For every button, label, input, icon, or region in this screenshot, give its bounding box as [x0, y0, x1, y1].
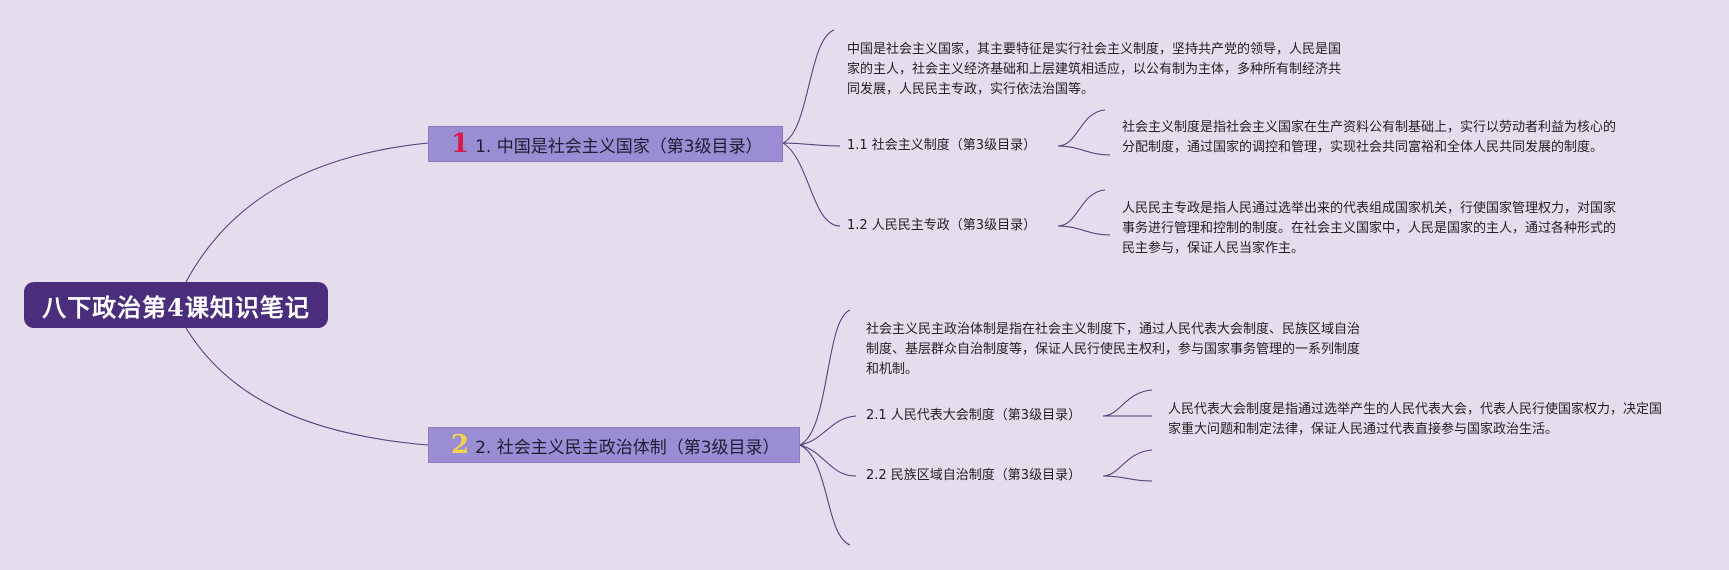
connector-root-branch-2: [185, 327, 429, 446]
connector-branch-2-sub-1: [799, 415, 857, 446]
connector-branch-1-sub-1: [782, 142, 841, 147]
number-2-icon: 2: [451, 430, 470, 460]
connector-branch-2-sub-2: [799, 444, 857, 477]
branch-topic-1[interactable]: 1 1. 中国是社会主义国家（第3级目录）: [428, 126, 783, 162]
branch-1-description[interactable]: 中国是社会主义国家，其主要特征是实行社会主义制度，坚持共产党的领导，人民是国家的…: [847, 42, 1342, 97]
sub-topic-2-1[interactable]: 2.1 人民代表大会制度（第3级目录）: [866, 408, 1082, 423]
connector-branch-1-description: [782, 29, 835, 144]
sub-topic-2-2[interactable]: 2.2 民族区域自治制度（第3级目录）: [866, 468, 1082, 483]
sub-topic-1-1-detail[interactable]: 社会主义制度是指社会主义国家在生产资料公有制基础上，实行以劳动者利益为核心的分配…: [1122, 120, 1617, 155]
sub-topic-1-1[interactable]: 1.1 社会主义制度（第3级目录）: [847, 138, 1037, 153]
sub-topic-2-1-detail[interactable]: 人民代表大会制度是指通过选举产生的人民代表大会，代表人民行使国家权力，决定国家重…: [1168, 402, 1663, 437]
connector-sub-1-1-detail-lower: [1057, 145, 1111, 156]
connector-sub-2-1-detail: [1102, 389, 1153, 417]
connector-root-branch-1: [185, 142, 429, 283]
connector-branch-2-description: [799, 309, 851, 446]
connector-sub-1-2-detail-lower: [1057, 225, 1111, 236]
branch-topic-1-title: 1. 中国是社会主义国家（第3级目录）: [475, 136, 763, 157]
root-topic[interactable]: 八下政治第4课知识笔记: [24, 282, 328, 328]
sub-topic-1-2[interactable]: 1.2 人民民主专政（第3级目录）: [847, 218, 1037, 233]
connector-sub-1-1-detail: [1057, 109, 1106, 147]
branch-topic-2-title: 2. 社会主义民主政治体制（第3级目录）: [475, 437, 780, 458]
sub-topic-1-2-detail[interactable]: 人民民主专政是指人民通过选举出来的代表组成国家机关，行使国家管理权力，对国家事务…: [1122, 201, 1617, 256]
branch-topic-2[interactable]: 2 2. 社会主义民主政治体制（第3级目录）: [428, 427, 800, 463]
number-1-icon: 1: [451, 129, 470, 159]
root-topic-title: 八下政治第4课知识笔记: [42, 292, 310, 322]
connector-branch-2-empty: [799, 444, 851, 546]
connector-sub-2-2-detail-lower: [1102, 475, 1153, 482]
connector-sub-2-2-detail: [1102, 449, 1153, 477]
connector-branch-1-sub-2: [782, 142, 841, 227]
branch-2-description[interactable]: 社会主义民主政治体制是指在社会主义制度下，通过人民代表大会制度、民族区域自治制度…: [866, 322, 1361, 377]
connector-sub-1-2-detail: [1057, 189, 1106, 227]
